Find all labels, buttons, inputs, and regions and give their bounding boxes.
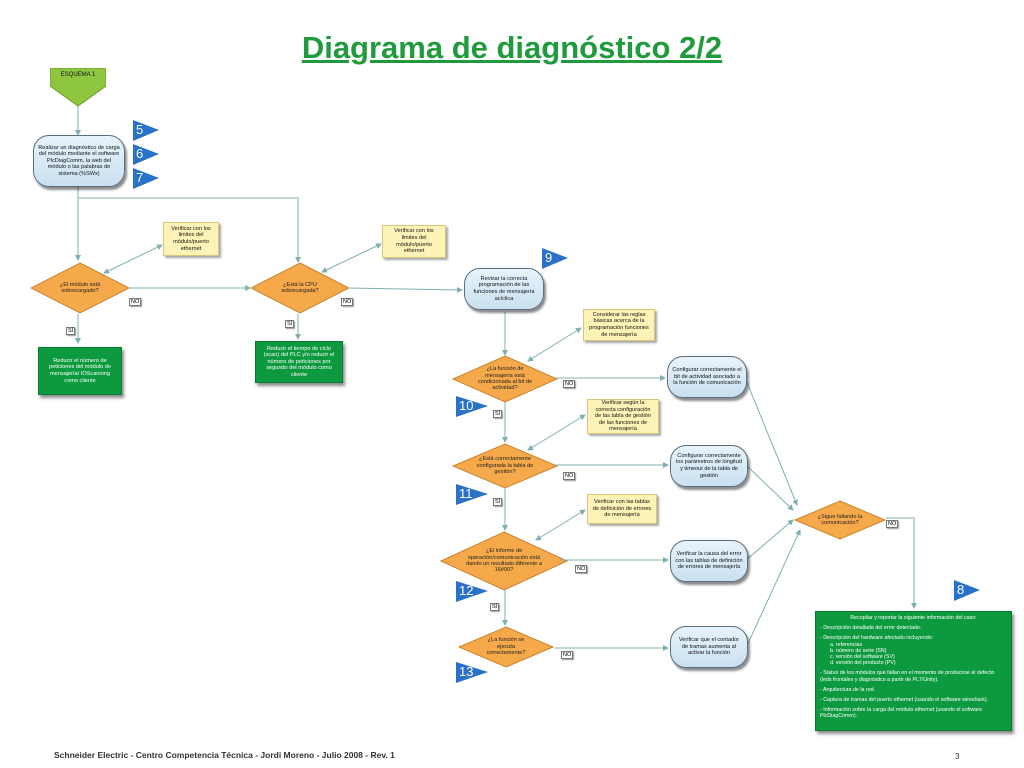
tag-no: NO xyxy=(563,380,576,388)
report-subitem: a. referencias xyxy=(830,641,863,648)
decision-sigue-fallando: ¿Sigue fallando la comunicación? xyxy=(794,500,886,540)
tag-si: SÍ xyxy=(66,327,76,335)
decision-label: ¿La función de mensajería está condicion… xyxy=(477,366,533,392)
note-considerar-reglas: Considerar las reglas básicas acerca de … xyxy=(583,309,655,341)
flag-10: 10 xyxy=(456,396,488,418)
report-item: - Descripción del hardware afectado incl… xyxy=(820,635,934,642)
decision-modulo-sobrecargado: ¿El módulo está sobrecargado? xyxy=(30,262,130,314)
start-label: ESQUEMA 1 xyxy=(60,72,96,78)
decision-label: ¿El módulo está sobrecargado? xyxy=(59,281,101,294)
flag-9: 9 xyxy=(542,248,568,270)
note-verificar-tablas-errores: Verificar con las tablas de definición d… xyxy=(587,494,657,524)
flag-7: 7 xyxy=(133,168,159,190)
report-title: Recopilar y reportar la siguiente inform… xyxy=(850,615,977,621)
start-node: ESQUEMA 1 xyxy=(49,67,107,108)
tag-si: SÍ xyxy=(493,410,503,418)
tag-no: NO xyxy=(886,520,899,528)
report-item: - Arquitectura de la red. xyxy=(820,686,876,693)
decision-label: ¿Sigue fallando la comunicación? xyxy=(817,513,863,526)
flag-5: 5 xyxy=(133,120,159,142)
action-reducir-peticiones: Reducir el número de peticiones del módu… xyxy=(38,347,122,395)
flag-8: 8 xyxy=(954,580,980,602)
report-item: - Información sobre la carga del módulo … xyxy=(820,707,982,720)
note-verificar-limites-1: Verificar con los limites del módulo/pue… xyxy=(163,222,219,256)
report-item: - Captura de tramas del puerto ethernet … xyxy=(820,697,989,704)
decision-informe-operacion: ¿El informe de operación/comunicación es… xyxy=(440,531,568,591)
note-verificar-configuracion: Verificar según la correcta configuració… xyxy=(587,399,659,434)
flag-11: 11 xyxy=(456,484,488,506)
action-reducir-tiempo-ciclo: Reducir el tiempo de ciclo (scan) del PL… xyxy=(255,341,343,383)
page-title: Diagrama de diagnóstico 2/2 xyxy=(301,30,723,65)
tag-no: NO xyxy=(561,651,574,659)
process-verificar-contador: Verificar que el contador de tramas aume… xyxy=(670,626,748,668)
page-number: 3 xyxy=(955,752,960,761)
tag-si: SÍ xyxy=(285,320,295,328)
decision-label: ¿El informe de operación/comunicación es… xyxy=(466,548,542,574)
tag-no: NO xyxy=(563,472,576,480)
tag-no: NO xyxy=(129,298,142,306)
report-subitem: c. versión del software (SV) xyxy=(830,654,895,661)
flag-12: 12 xyxy=(456,581,488,603)
decision-label: ¿La función se ejecuta correctamente? xyxy=(486,637,526,657)
decision-funcion-condicionada: ¿La función de mensajería está condicion… xyxy=(452,355,558,403)
report-item: - Descripción detallada del error detect… xyxy=(820,625,922,632)
tag-no: NO xyxy=(341,298,354,306)
process-realizar-diagnostico: Realizar un diagnóstico de carga del mód… xyxy=(33,135,125,187)
process-configurar-tabla: Configurar correctamente los parámetros … xyxy=(670,445,748,487)
decision-tabla-gestion: ¿Está correctamente configurada la tabla… xyxy=(452,443,558,489)
process-configurar-bit: Configurar correctamente el bit de activ… xyxy=(667,356,747,398)
decision-funcion-ejecuta: ¿La función se ejecuta correctamente? xyxy=(458,626,554,668)
process-revisar-programacion: Revisar la correcta programación de las … xyxy=(464,268,544,310)
note-verificar-limites-2: Verificar con los limites del módulo/pue… xyxy=(382,225,446,258)
decision-label: ¿Está la CPU sobrecargada? xyxy=(281,281,319,294)
flag-13: 13 xyxy=(456,662,488,684)
tag-si: SÍ xyxy=(490,603,500,611)
tag-no: NO xyxy=(575,565,588,573)
tag-si: SÍ xyxy=(493,498,503,506)
flag-6: 6 xyxy=(133,144,159,166)
process-verificar-causa: Verificar la causa del error con las tab… xyxy=(670,540,748,582)
report-box: Recopilar y reportar la siguiente inform… xyxy=(815,611,1012,731)
report-item: - Status de los módulos que fallan en el… xyxy=(820,670,995,683)
footer-text: Schneider Electric - Centro Competencia … xyxy=(54,750,395,760)
report-subitem: d. versión del producto (PV) xyxy=(830,660,896,667)
decision-cpu-sobrecargada: ¿Está la CPU sobrecargada? xyxy=(250,262,350,314)
report-subitem: b. número de serie (SN) xyxy=(830,647,887,654)
decision-label: ¿Está correctamente configurada la tabla… xyxy=(476,456,534,476)
